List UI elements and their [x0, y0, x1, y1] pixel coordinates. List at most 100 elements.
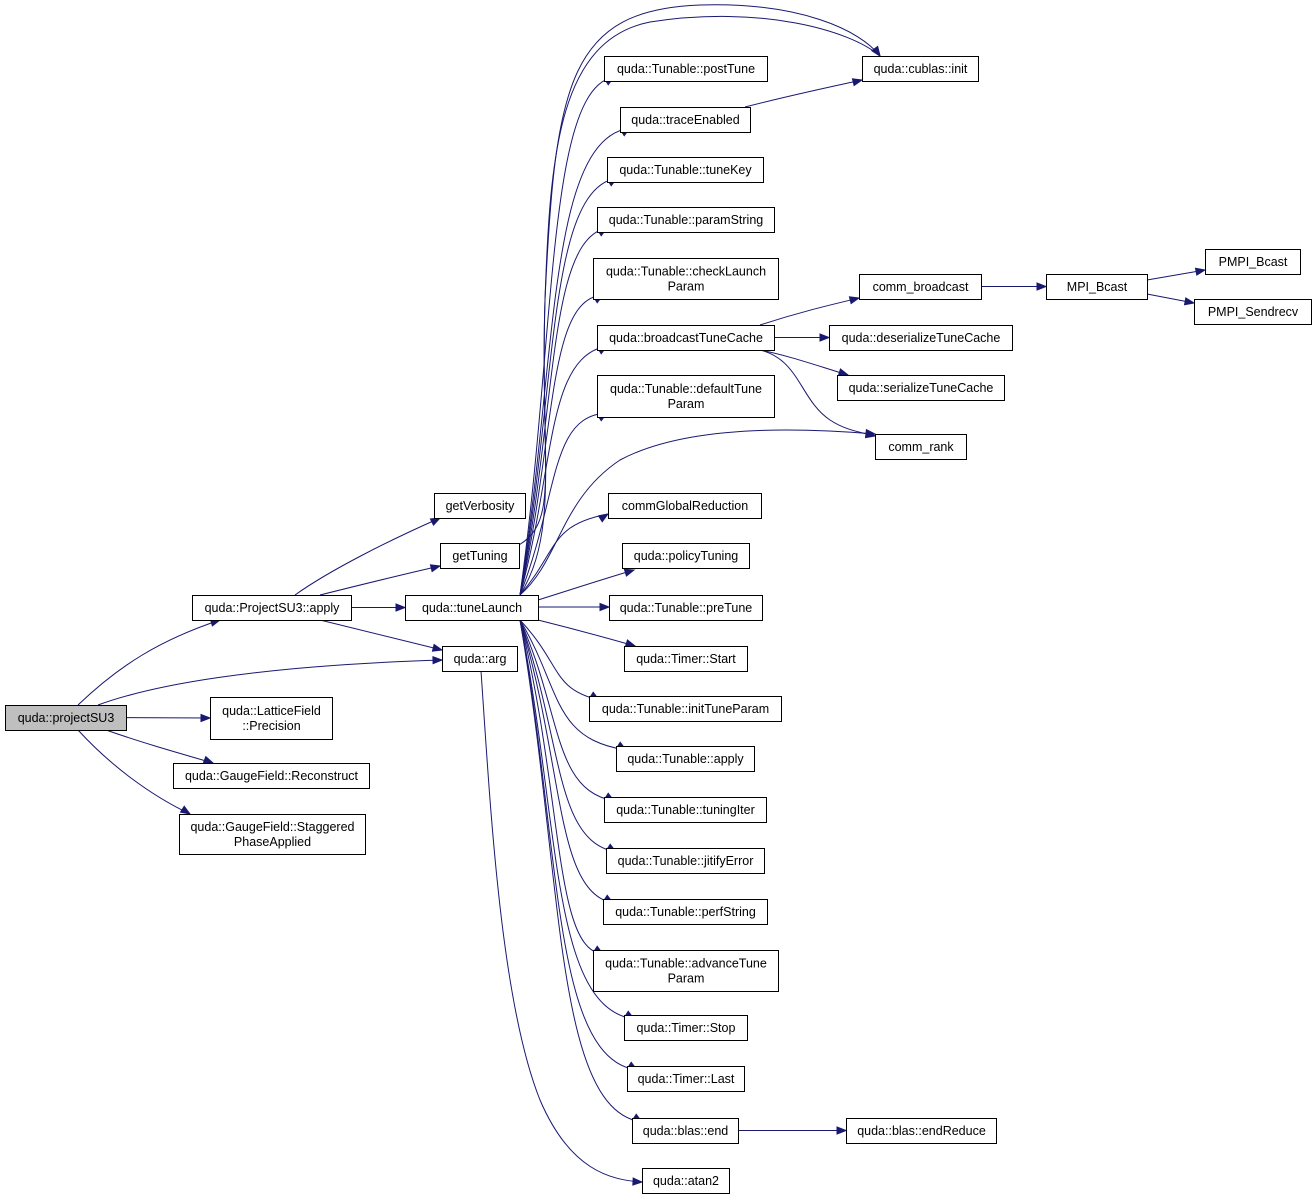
arrowhead: [1194, 267, 1207, 276]
arrowhead: [429, 564, 442, 573]
node-atan2[interactable]: quda::atan2: [642, 1168, 730, 1194]
node-pre-tune[interactable]: quda::Tunable::preTune: [609, 595, 763, 621]
edge-line: [744, 79, 863, 108]
node-box: [624, 646, 748, 672]
node-box: [837, 375, 1005, 401]
arrowhead: [200, 713, 212, 723]
node-post-tune[interactable]: quda::Tunable::postTune: [604, 56, 768, 82]
node-label: quda::Tunable::checkLaunch: [606, 265, 766, 279]
edge-trace-enabled-to-cublasinit: [744, 78, 864, 108]
node-label: quda::blas::end: [643, 1124, 729, 1138]
node-box: [616, 746, 755, 772]
arrowhead: [624, 639, 637, 648]
node-box: [589, 696, 782, 722]
node-arg[interactable]: quda::arg: [442, 646, 518, 672]
node-project-su3apply[interactable]: quda::ProjectSU3::apply: [192, 595, 352, 621]
edge-line: [519, 127, 631, 596]
edge-broadcast-tune-cache-to-deserialize: [774, 333, 831, 342]
node-box: [624, 1015, 748, 1041]
node-comm-broadcast[interactable]: comm_broadcast: [859, 274, 982, 300]
edge-line: [105, 729, 214, 764]
node-tune-launch[interactable]: quda::tuneLaunch: [405, 595, 539, 621]
node-project-su3[interactable]: quda::projectSU3: [5, 705, 127, 731]
arrowhead: [395, 603, 407, 612]
node-box: [632, 1118, 739, 1144]
edge-line: [519, 513, 609, 596]
node-reconstruct[interactable]: quda::GaugeField::Reconstruct: [173, 763, 370, 789]
node-box: [604, 797, 767, 823]
node-tuning-iter[interactable]: quda::Tunable::tuningIter: [604, 797, 767, 823]
node-label: commGlobalReduction: [622, 499, 748, 513]
edge-tune-launch-to-cublasinit: [519, 15, 881, 596]
arrowhead: [837, 368, 850, 377]
arrowhead: [179, 805, 192, 815]
node-box: [1046, 274, 1148, 300]
node-timer-last[interactable]: quda::Timer::Last: [627, 1066, 745, 1092]
node-label: quda::Tunable::paramString: [609, 213, 764, 227]
node-label: quda::Tunable::tuneKey: [619, 163, 752, 177]
edge-arg-to-atan2: [480, 670, 644, 1186]
node-comm-global-reduction[interactable]: commGlobalReduction: [608, 493, 762, 519]
node-label: quda::Tunable::advanceTune: [605, 957, 767, 971]
node-label: quda::projectSU3: [18, 711, 115, 725]
node-broadcast-tune-cache[interactable]: quda::broadcastTuneCache: [597, 325, 775, 351]
edge-project-su3-to-staggered: [77, 729, 192, 815]
arrowhead: [632, 1177, 644, 1186]
node-label: quda::Tunable::perfString: [615, 905, 756, 919]
node-label: quda::serializeTuneCache: [849, 381, 994, 395]
arrowhead: [851, 78, 864, 87]
node-label: quda::Tunable::defaultTune: [610, 382, 762, 396]
node-policy-tuning[interactable]: quda::policyTuning: [622, 543, 750, 569]
node-timer-start[interactable]: quda::Timer::Start: [624, 646, 748, 672]
node-init-tune-param[interactable]: quda::Tunable::initTuneParam: [589, 696, 782, 722]
edge-line: [759, 349, 849, 376]
node-comm-rank[interactable]: comm_rank: [875, 434, 967, 460]
edge-blasend-to-end-reduce: [738, 1126, 848, 1135]
edge-project-su3apply-to-get-tuning: [319, 564, 442, 596]
edge-broadcast-tune-cache-to-comm-rank: [759, 349, 877, 439]
edge-project-su3-to-reconstruct: [105, 729, 215, 764]
node-label: quda::traceEnabled: [631, 113, 739, 127]
edge-line: [537, 569, 635, 601]
edge-line: [519, 619, 604, 955]
node-box: [862, 56, 979, 82]
node-cublasinit[interactable]: quda::cublas::init: [862, 56, 979, 82]
node-get-verbosity[interactable]: getVerbosity: [434, 493, 526, 519]
node-box: [434, 493, 526, 519]
edge-tune-launch-to-comm-global-reduction: [519, 513, 610, 596]
node-timer-stop[interactable]: quda::Timer::Stop: [624, 1015, 748, 1041]
edge-line: [519, 619, 614, 904]
node-blasend[interactable]: quda::blas::end: [632, 1118, 739, 1144]
edge-tune-launch-to-advance-tune: [519, 619, 605, 955]
node-param-string[interactable]: quda::Tunable::paramString: [597, 207, 775, 233]
node-pmpi-bcast[interactable]: PMPI_Bcast: [1205, 249, 1301, 275]
node-label: quda::GaugeField::Reconstruct: [185, 769, 359, 783]
node-serialize[interactable]: quda::serializeTuneCache: [837, 375, 1005, 401]
node-tunableapply[interactable]: quda::Tunable::apply: [616, 746, 755, 772]
node-tune-key[interactable]: quda::Tunable::tuneKey: [607, 157, 764, 183]
node-precision[interactable]: quda::LatticeField::Precision: [210, 697, 333, 740]
node-label: quda::ProjectSU3::apply: [205, 601, 341, 615]
node-pmpi-sendrecv[interactable]: PMPI_Sendrecv: [1194, 299, 1312, 325]
node-label: PMPI_Sendrecv: [1208, 305, 1299, 319]
node-perf-string[interactable]: quda::Tunable::perfString: [603, 899, 768, 925]
edge-line: [294, 517, 441, 596]
edge-mpi-bcast-to-pmpi-sendrecv: [1146, 293, 1196, 306]
edge-line: [319, 565, 441, 596]
node-label: quda::blas::endReduce: [857, 1124, 986, 1138]
node-get-tuning[interactable]: getTuning: [440, 543, 520, 569]
node-box: [597, 325, 775, 351]
node-deserialize[interactable]: quda::deserializeTuneCache: [829, 325, 1013, 351]
edge-tune-launch-to-jitify-error: [519, 619, 618, 853]
node-mpi-bcast[interactable]: MPI_Bcast: [1046, 274, 1148, 300]
edge-project-su3-to-precision: [125, 713, 212, 723]
node-jitify-error[interactable]: quda::Tunable::jitifyError: [606, 848, 765, 874]
node-trace-enabled[interactable]: quda::traceEnabled: [620, 107, 751, 133]
node-label: quda::cublas::init: [874, 62, 968, 76]
node-box: [609, 595, 763, 621]
node-end-reduce[interactable]: quda::blas::endReduce: [846, 1118, 997, 1144]
